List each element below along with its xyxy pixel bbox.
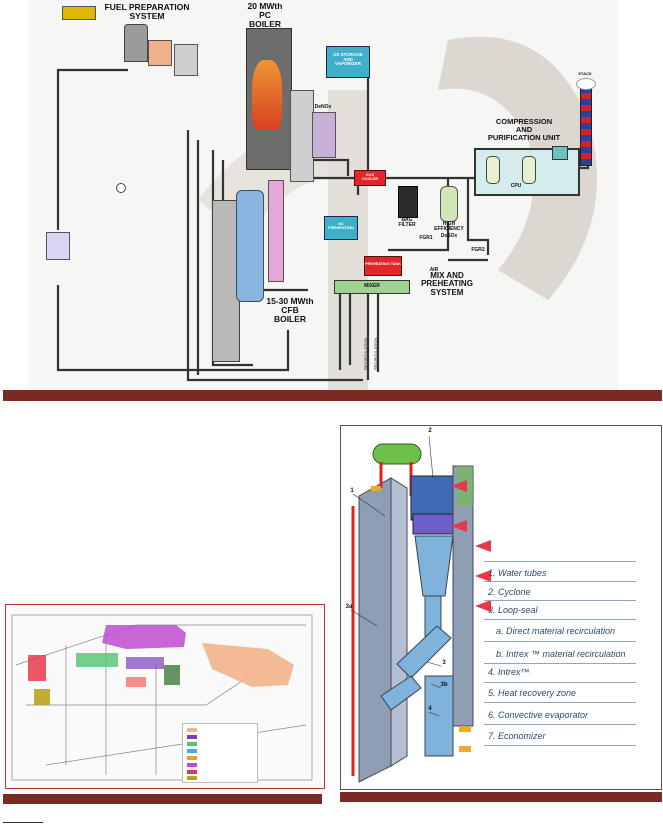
gas-cooler-box: GAS COOLER (354, 170, 386, 186)
legend-rule (484, 702, 636, 703)
legend-item-economizer: 7. Economizer (488, 731, 546, 741)
cpu-title-label: COMPRESSION AND PURIFICATION UNIT (487, 117, 561, 142)
footer-rule (3, 822, 43, 823)
callout-2: 2 (428, 428, 432, 434)
cfb-cyclone (236, 190, 264, 302)
o2-storage-box: O2 STORAGE AND VAPORIZER (326, 46, 370, 78)
legend-rule (484, 619, 636, 620)
recirc-vertical-2: RECIRCULATION (373, 337, 378, 370)
pc-boiler-label: 20 MWth PC BOILER (247, 1, 283, 29)
legend-rule (484, 663, 636, 664)
high-eff-label: HIGH EFFICIENCY (434, 221, 464, 232)
cpu-small-box (552, 146, 568, 160)
legend-item-intrex-recirc: b. Intrex ™ material recirculation (496, 649, 626, 659)
legend-rule (484, 641, 636, 642)
gauge-icon (116, 183, 126, 193)
mix-preheat-label: MIX AND PREHEATING SYSTEM (421, 271, 473, 297)
legend-rule (484, 561, 636, 562)
pc-flame (252, 60, 282, 130)
mill-icon (148, 40, 172, 66)
fgr1-label: FGR1 (419, 235, 433, 241)
fuel-prep-label: FUEL PREPARATION SYSTEM (104, 2, 190, 21)
pc-duct (290, 90, 314, 182)
legend-item-intrex: 4. Intrex™ (488, 667, 530, 677)
stack-chimney (580, 86, 592, 166)
legend-item-heat-recovery: 5. Heat recovery zone (488, 688, 577, 698)
truck-icon (62, 6, 96, 20)
site-map-panel (5, 604, 325, 789)
air-label: AIR (429, 267, 439, 273)
cfb-boiler-label: 15-30 MWth CFB BOILER (266, 296, 314, 324)
top-divider-band (3, 390, 662, 401)
legend-item-convective-evap: 6. Convective evaporator (488, 710, 589, 720)
top-schematic-panel: FUEL PREPARATION SYSTEM 20 MWth PC BOILE… (28, 0, 618, 390)
stack-label: STACK (578, 71, 592, 76)
legend-item-water-tubes: 1. Water tubes (488, 568, 547, 578)
legend-rule (484, 724, 636, 725)
denox-label: DeNOx (314, 104, 332, 110)
callout-3: 3 (442, 660, 446, 666)
callout-1: 1 (350, 488, 354, 494)
site-map-drawing (11, 614, 313, 781)
bunker-icon (174, 44, 198, 76)
legend-rule (484, 745, 636, 746)
left-vessel (46, 232, 70, 260)
fgr2-label: FGR2 (471, 247, 485, 253)
stack-plume (576, 78, 596, 90)
callout-4: 4 (428, 706, 432, 712)
bottom-left-band (3, 794, 322, 804)
denox-unit (312, 112, 336, 158)
site-map-legend (182, 723, 258, 783)
desox-tower (440, 186, 458, 222)
desox-label: DeSOx (440, 233, 458, 239)
legend-item-cyclone: 2. Cyclone (488, 587, 531, 597)
bottom-right-band (340, 792, 662, 802)
callout-3a: 3a (345, 604, 353, 610)
silo-icon (124, 24, 148, 62)
cpu-vessel-2 (522, 156, 536, 184)
legend-rule (484, 600, 636, 601)
cfb-cutaway-drawing (350, 435, 491, 783)
cpu-vessel-1 (486, 156, 500, 184)
preheating-box: N2 PREHEATING (324, 216, 358, 240)
mixer-box: MIXER (334, 280, 410, 294)
bag-filter (398, 186, 418, 218)
preheating-tank-box: PREHEATING TANK (364, 256, 402, 276)
callout-3b: 3b (440, 682, 448, 688)
legend-item-direct-recirc: a. Direct material recirculation (496, 626, 616, 636)
legend-rule (484, 581, 636, 582)
cfb-cutaway-panel: 2 1 3a 3 3b 4 (340, 425, 662, 790)
bag-filter-label: BAG FILTER (398, 217, 416, 228)
cpu-label: CPU (510, 183, 522, 189)
legend-rule (484, 682, 636, 683)
recirc-vertical-1: RECIRCULATION (363, 337, 368, 370)
legend-item-loop-seal: 3. Loop-seal (488, 605, 538, 615)
cfb-backpass (268, 180, 284, 282)
